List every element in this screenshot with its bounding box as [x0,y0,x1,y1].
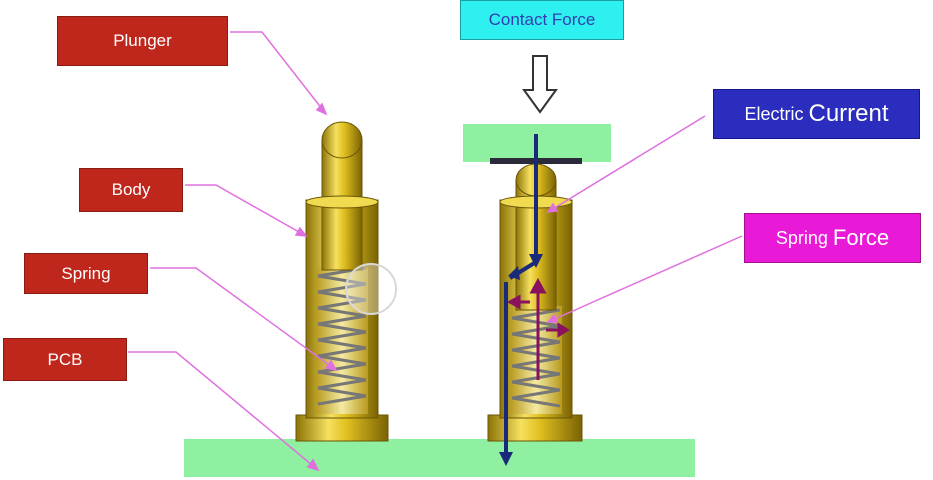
contact-force-arrow [522,55,558,114]
current-arrow-head-bottom [499,452,513,466]
spring-word: Spring [775,227,828,248]
pcb-board [184,439,695,477]
electric-word: Electric [744,103,804,124]
left-pin-base [295,414,389,442]
left-spring [317,266,367,406]
force-word: Force [832,225,890,250]
current-word: Current [808,100,889,127]
right-spring [511,308,561,408]
leader-lines [128,31,743,472]
contact-force-label: Contact Force [460,0,624,40]
left-pogo-pin [295,121,389,442]
plunger-label: Plunger [57,16,228,66]
current-arrow-head-top [529,254,543,268]
body-label: Body [79,168,183,212]
left-plunger-tip [321,121,363,159]
right-pin-base [487,414,583,442]
current-arrow-head-diag [508,266,520,280]
pcb-label: PCB [3,338,127,381]
spring-force-arrows [506,277,570,380]
left-body-collar [305,195,379,209]
loading-ring-overlay [345,263,397,315]
spring-label: Spring [24,253,148,294]
